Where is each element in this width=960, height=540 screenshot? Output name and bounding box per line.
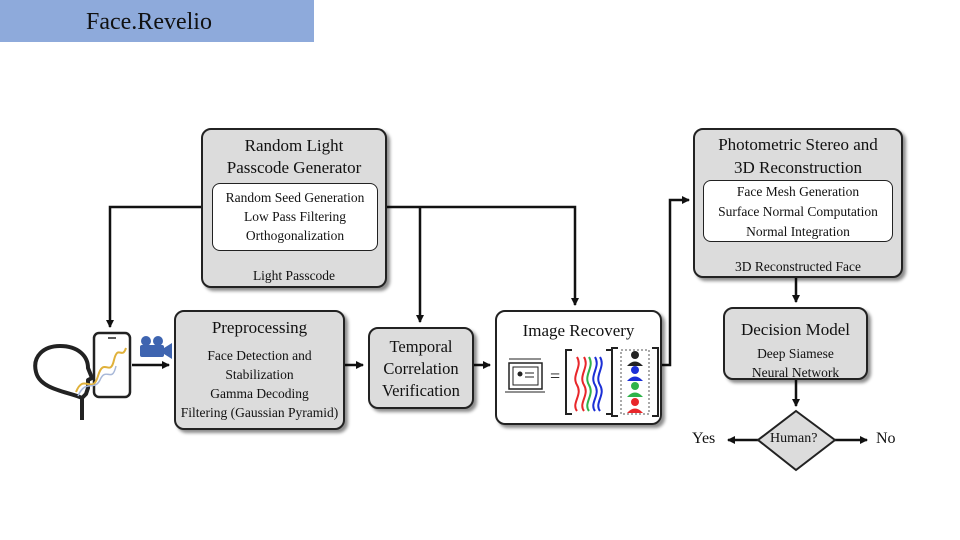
generator-title-line-2: Passcode Generator [226,158,362,177]
yes-label: Yes [692,430,716,447]
decision-title: Decision Model [740,320,851,339]
temporal-verification-box: Temporal Correlation Verification [368,327,474,409]
photometric-steps-box: Face Mesh Generation Surface Normal Comp… [703,180,893,242]
decision-line-2: Neural Network [751,365,840,380]
equals-sign: = [550,366,561,386]
face-icon-black [627,351,643,366]
preprocessing-step-1: Face Detection and [207,348,312,363]
slide-title: Face.Revelio [0,0,314,42]
preprocessing-box: Preprocessing Face Detection and Stabili… [174,310,345,430]
preprocessing-step-4: Filtering (Gaussian Pyramid) [180,405,339,420]
passcode-generator-box: Random Light Passcode Generator Random S… [201,128,387,288]
face-icon-red [627,398,643,413]
preprocessing-step-2: Stabilization [225,367,294,382]
preprocessing-title: Preprocessing [211,318,308,337]
face-icon-green [627,382,643,397]
phone-icon [75,331,132,399]
generator-output: Light Passcode [252,268,336,283]
temporal-line-3: Verification [382,381,460,400]
photometric-title-line-1: Photometric Stereo and [718,135,878,154]
image-recovery-illustration [505,347,659,417]
photometric-step-1: Face Mesh Generation [736,184,860,199]
photometric-stereo-box: Photometric Stereo and 3D Reconstruction… [693,128,903,278]
preprocessing-step-3: Gamma Decoding [210,386,309,401]
image-recovery-title: Image Recovery [522,321,635,340]
face-icon-blue [627,366,643,381]
arrow-generator-to-phone [106,205,201,328]
decision-model-box: Decision Model Deep Siamese Neural Netwo… [723,307,868,380]
photometric-step-2: Surface Normal Computation [718,204,878,219]
temporal-line-2: Correlation [383,359,459,378]
decision-line-1: Deep Siamese [757,346,834,361]
user-head-icon [33,344,94,420]
generator-step-3: Orthogonalization [245,228,345,243]
generator-step-2: Low Pass Filtering [243,209,346,224]
human-decision-diamond [756,409,837,472]
no-label: No [876,430,896,447]
arrow-generator-to-recovery [387,205,579,306]
temporal-line-1: Temporal [389,337,453,356]
image-recovery-box: Image Recovery = [495,310,662,425]
photometric-title-line-2: 3D Reconstruction [734,158,862,177]
generator-title-line-1: Random Light [244,136,344,155]
generator-steps-box: Random Seed Generation Low Pass Filterin… [212,183,378,251]
video-camera-icon [140,336,172,359]
photometric-step-3: Normal Integration [746,224,850,239]
arrow-recovery-to-photometric [662,196,690,367]
human-question-label: Human? [770,431,818,446]
generator-step-1: Random Seed Generation [225,190,365,205]
photometric-output: 3D Reconstructed Face [735,259,861,274]
